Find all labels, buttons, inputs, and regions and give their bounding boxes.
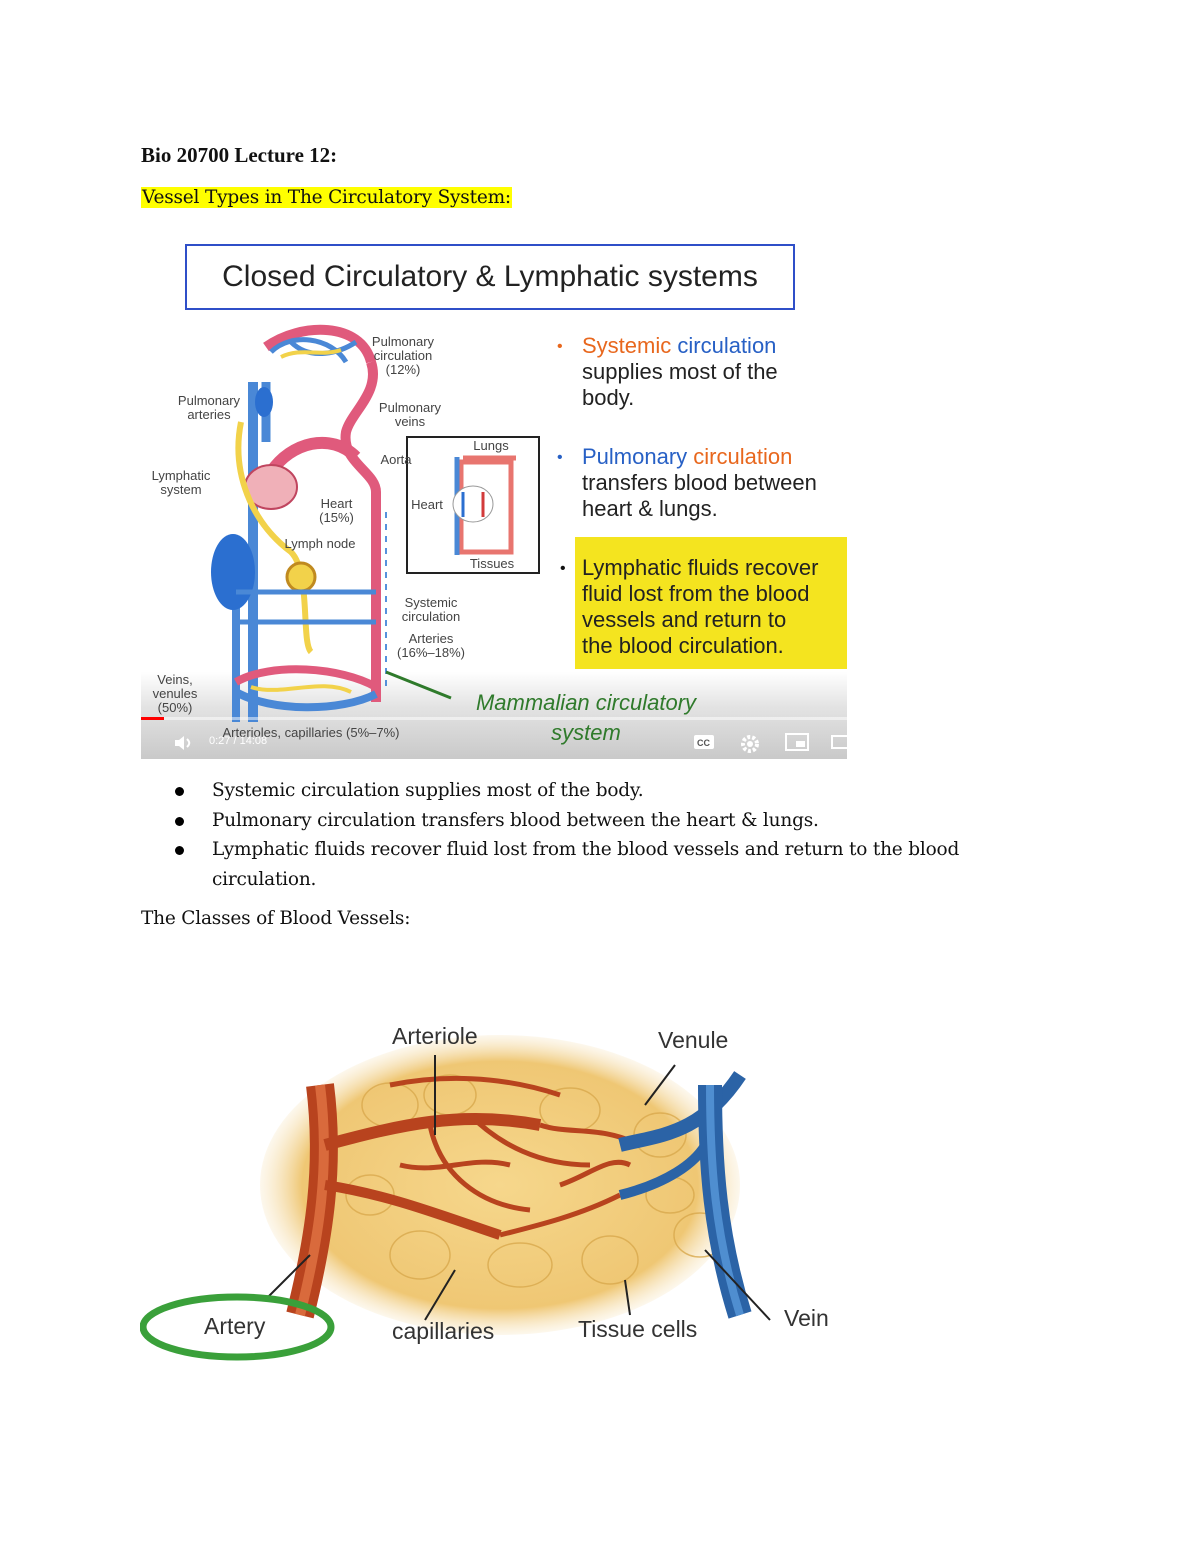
label-tissue-cells: Tissue cells	[578, 1316, 698, 1342]
inset-label-tissues: Tissues	[469, 556, 515, 571]
point-pulmonary-word2: circulation	[693, 444, 793, 469]
point-lymphatic: Lymphatic fluids recover fluid lost from…	[582, 555, 818, 659]
miniplayer-icon[interactable]	[785, 733, 809, 751]
point-systemic-line3: body.	[582, 385, 635, 410]
point-lymphatic-line2: fluid lost from the blood	[582, 581, 810, 606]
video-progress-bar[interactable]	[141, 717, 847, 720]
closed-captions-icon[interactable]: CC	[693, 733, 715, 751]
point-systemic-line2: supplies most of the	[582, 359, 778, 384]
label-capillaries: capillaries	[392, 1318, 495, 1344]
lymphatic-highlight-box	[575, 537, 847, 669]
point-pulmonary-word1: Pulmonary	[582, 444, 688, 469]
point-systemic: Systemic circulation supplies most of th…	[582, 333, 778, 411]
label-lymphatic-system: Lymphatic system	[151, 468, 211, 497]
list-item: Lymphatic fluids recover fluid lost from…	[141, 835, 1011, 894]
label-lymph-node: Lymph node	[284, 536, 356, 551]
video-bottom-gradient	[141, 672, 847, 759]
video-player[interactable]: Closed Circulatory & Lymphatic systems	[141, 232, 847, 759]
slide-caption-line2: system	[551, 720, 621, 745]
summary-bullet-list: Systemic circulation supplies most of th…	[141, 776, 1011, 894]
list-item: Systemic circulation supplies most of th…	[141, 776, 1011, 806]
point-pulmonary: Pulmonary circulation transfers blood be…	[582, 444, 817, 522]
bullet-text: Lymphatic fluids recover fluid lost from…	[212, 839, 960, 890]
point-pulmonary-line3: heart & lungs.	[582, 496, 718, 521]
label-arteries: Arteries (16%–18%)	[397, 631, 465, 660]
video-progress-fill	[141, 717, 164, 720]
label-veins-venules: Veins, venules (50%)	[152, 672, 198, 715]
bullet-systemic: •	[557, 338, 563, 355]
label-artery: Artery	[204, 1313, 266, 1339]
inset-label-lungs: Lungs	[473, 438, 509, 453]
bullet-pulmonary: •	[557, 449, 563, 466]
slide-caption: Mammalian circulatory system	[441, 688, 731, 748]
point-systemic-word1: Systemic	[582, 333, 672, 358]
label-pulmonary-arteries: Pulmonary arteries	[177, 393, 241, 422]
slide-caption-line1: Mammalian circulatory	[475, 690, 697, 715]
label-venule: Venule	[658, 1027, 729, 1053]
section-heading-classes: The Classes of Blood Vessels:	[141, 908, 411, 929]
bullet-dot	[175, 816, 184, 826]
label-systemic-circulation: Systemic circulation	[401, 595, 461, 624]
video-time: 0:27 / 14:08	[209, 735, 268, 747]
bullet-text: Systemic circulation supplies most of th…	[212, 780, 644, 801]
list-item: Pulmonary circulation transfers blood be…	[141, 806, 1011, 836]
bullet-dot	[175, 846, 184, 855]
label-pulmonary-circulation: Pulmonary circulation (12%)	[371, 334, 435, 377]
document-title: Bio 20700 Lecture 12:	[141, 143, 338, 167]
section-heading-vessel-types: Vessel Types in The Circulatory System:	[141, 187, 512, 208]
label-heart: Heart (15%)	[319, 496, 354, 525]
label-arterioles-capillaries: Arterioles, capillaries (5%–7%)	[222, 725, 400, 740]
point-lymphatic-line4: the blood circulation.	[582, 633, 784, 658]
bullet-lymphatic: •	[560, 560, 566, 577]
label-pulmonary-veins: Pulmonary veins	[378, 400, 442, 429]
label-arteriole: Arteriole	[392, 1023, 478, 1049]
label-aorta: Aorta	[380, 452, 412, 467]
bullet-dot	[175, 787, 184, 796]
point-systemic-word2: circulation	[677, 333, 777, 358]
point-pulmonary-line2: transfers blood between	[582, 470, 817, 495]
settings-gear-icon[interactable]	[739, 733, 761, 755]
label-vein: Vein	[784, 1305, 829, 1331]
point-lymphatic-line1: Lymphatic fluids recover	[582, 555, 819, 580]
blood-vessels-illustration: Arteriole Venule Artery capillaries Tiss…	[140, 1015, 840, 1365]
point-lymphatic-line3: vessels and return to	[582, 607, 787, 632]
volume-icon[interactable]	[173, 733, 193, 753]
svg-text:CC: CC	[697, 738, 710, 748]
slide-title: Closed Circulatory & Lymphatic systems	[185, 244, 795, 310]
blood-vessels-drawing	[140, 1035, 771, 1361]
theater-mode-icon[interactable]	[831, 733, 847, 751]
circulatory-system-illustration	[211, 324, 540, 722]
inset-label-heart: Heart	[411, 497, 443, 512]
bullet-text: Pulmonary circulation transfers blood be…	[212, 809, 819, 831]
